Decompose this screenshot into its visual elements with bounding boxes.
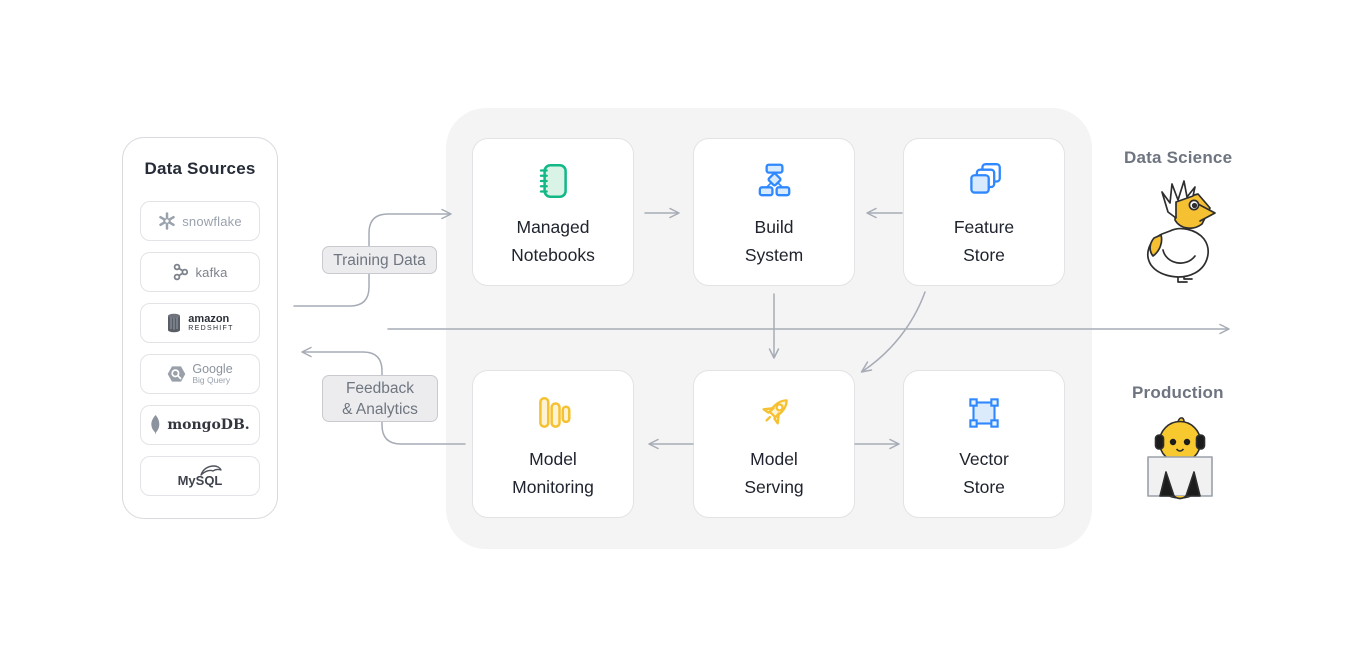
mysql-label: MySQL [177, 472, 223, 488]
card-label-line2: Store [963, 477, 1005, 497]
bigquery-logo-icon [168, 366, 186, 382]
kafka-logo-icon [174, 263, 189, 281]
vector-square-icon [969, 398, 999, 428]
card-label-line2: Serving [744, 477, 804, 497]
card-label-line1: Model [750, 449, 798, 469]
redshift-label: REDSHIFT [188, 325, 234, 333]
data-sources-panel: Data Sources snowflake [122, 137, 278, 519]
snowflake-label: snowflake [182, 213, 242, 229]
card-label-line1: Vector [959, 449, 1009, 469]
card-build-system: Build System [693, 138, 855, 286]
card-label-line2: Notebooks [511, 245, 595, 265]
card-label-line1: Build [754, 217, 794, 237]
card-vector-store: Vector Store [903, 370, 1065, 518]
bigquery-wordmark: Google Big Query [192, 361, 233, 386]
card-managed-notebooks: Managed Notebooks [472, 138, 634, 286]
layers-icon [970, 163, 1001, 194]
data-sources-title: Data Sources [144, 159, 256, 178]
card-label: Model Monitoring [512, 445, 594, 501]
source-item-google-bigquery: Google Big Query [140, 354, 260, 394]
source-item-amazon-redshift: amazon REDSHIFT [140, 303, 260, 343]
mongodb-label: mongoDB. [167, 417, 250, 433]
workflow-icon [758, 163, 791, 197]
kafka-label: kafka [195, 264, 228, 280]
bigquery-label: Big Query [192, 375, 231, 386]
card-label-line2: Store [963, 245, 1005, 265]
card-model-monitoring: Model Monitoring [472, 370, 634, 518]
training-data-label: Training Data [333, 251, 426, 269]
rocket-icon [762, 399, 788, 425]
card-label: Vector Store [959, 445, 1009, 501]
arrowhead-to-production [1219, 323, 1230, 335]
bar-chart-icon [539, 397, 571, 428]
card-label: Managed Notebooks [511, 213, 595, 269]
snowflake-logo-icon [159, 212, 175, 230]
redshift-logo-icon [168, 313, 181, 333]
card-feature-store: Feature Store [903, 138, 1065, 286]
card-label: Feature Store [954, 213, 1014, 269]
card-label-line1: Feature [953, 217, 1015, 237]
card-label: Model Serving [744, 445, 803, 501]
card-label-line1: Model [529, 449, 577, 469]
card-model-serving: Model Serving [693, 370, 855, 518]
training-data-chip: Training Data [322, 246, 437, 274]
mysql-dolphin-icon [200, 464, 222, 476]
arrowhead-feedback [301, 346, 312, 358]
duck-mascot [1147, 180, 1216, 283]
data-science-label: Data Science [1124, 148, 1233, 167]
amazon-label: amazon [188, 312, 230, 325]
mongodb-logo-icon [151, 415, 160, 435]
source-item-mysql: MySQL [140, 456, 260, 496]
production-label: Production [1132, 383, 1224, 402]
data-sources-list: snowflake kafka [140, 201, 260, 496]
chick-laptop-mascot [1147, 417, 1213, 500]
feedback-label-line1: Feedback [345, 379, 415, 397]
source-item-kafka: kafka [140, 252, 260, 292]
source-item-snowflake: snowflake [140, 201, 260, 241]
card-label-line1: Managed [516, 217, 590, 237]
notebook-icon [539, 163, 567, 199]
redshift-wordmark: amazon REDSHIFT [188, 312, 234, 333]
feedback-analytics-chip: Feedback & Analytics [322, 375, 438, 422]
card-label-line2: Monitoring [512, 477, 594, 497]
google-label: Google [192, 361, 233, 376]
feedback-label-line2: & Analytics [342, 400, 418, 418]
mysql-wordmark: MySQL [177, 464, 223, 488]
source-item-mongodb: mongoDB. [140, 405, 260, 445]
card-label-line2: System [744, 245, 804, 265]
card-label: Build System [745, 213, 803, 269]
